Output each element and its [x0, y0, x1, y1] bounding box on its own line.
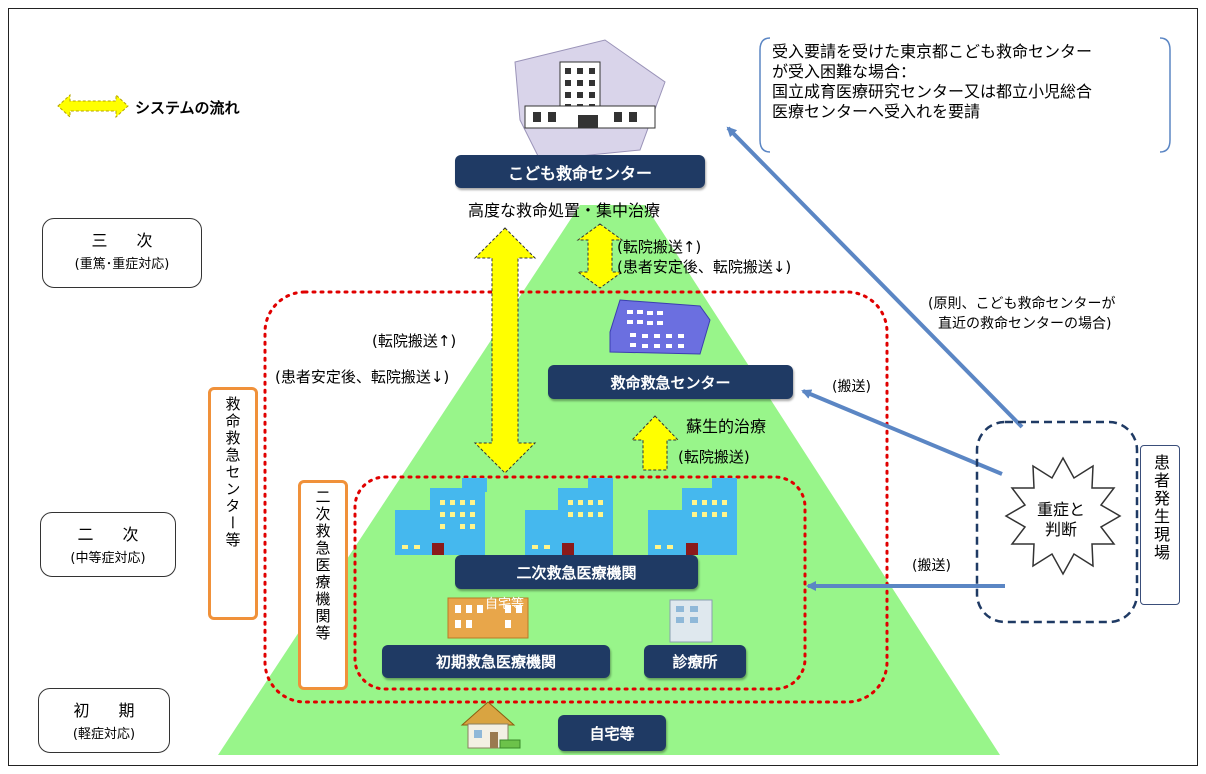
primary-hospital-label: 初期救急医療機関 — [382, 645, 610, 678]
severe-judgment-burst — [1004, 456, 1122, 576]
level-tertiary-sub: (重篤･重症対応) — [74, 257, 170, 272]
level-secondary: 二 次 (中等症対応) — [40, 512, 176, 577]
legend-label: システムの流れ — [135, 99, 240, 117]
secondary-hospital-building-icon-1 — [395, 478, 487, 555]
transfer-arrow-center-icon — [576, 223, 624, 289]
center-transfer-up-text: (転院搬送↑) — [617, 238, 702, 256]
patient-site-label: 患者発生現場 — [1151, 454, 1170, 562]
home-label: 自宅等 — [558, 715, 666, 751]
transport-arrow-to-emergency-center — [801, 389, 1003, 476]
severe-line1: 重症と — [1037, 500, 1086, 519]
transfer-arrow-left-icon — [473, 227, 537, 474]
emergency-center-building-icon — [609, 299, 711, 355]
clinic-label: 診療所 — [644, 645, 746, 678]
direct-transport-arrow — [726, 126, 1024, 429]
secondary-group-label-box: 二次救急医療機関等 — [298, 480, 348, 690]
transport-text-2: (搬送) — [912, 558, 951, 574]
info-note-line2: が受入困難な場合： — [772, 62, 917, 81]
level-secondary-sub: (中等症対応) — [70, 551, 146, 566]
info-note: 受入要請を受けた東京都こども救命センター が受入困難な場合： 国立成育医療研究セ… — [772, 42, 1092, 122]
emergency-center-group-label-box: 救命救急センター等 — [208, 387, 258, 620]
info-note-line3: 国立成育医療研究センター又は都立小児総合 — [772, 82, 1093, 101]
secondary-to-center-text: (転院搬送) — [678, 448, 750, 466]
secondary-hospital-building-icon-2 — [525, 478, 613, 555]
patient-site-label-box: 患者発生現場 — [1140, 445, 1180, 605]
info-note-line4: 医療センターへ受入れを要請 — [772, 102, 981, 121]
transfer-arrow-up-icon — [630, 415, 680, 471]
children-center-caption: 高度な救命処置・集中治療 — [468, 201, 661, 220]
patient-site-box — [975, 420, 1139, 624]
level-primary-title: 初 期 — [73, 701, 147, 720]
diagram-frame — [8, 8, 1198, 766]
left-transfer-down-text: (患者安定後、転院搬送↓) — [275, 368, 450, 386]
secondary-group-label: 二次救急医療機関等 — [313, 489, 332, 642]
emergency-center-group-label: 救命救急センター等 — [223, 396, 242, 549]
secondary-hospital-label: 二次救急医療機関 — [455, 555, 698, 589]
info-note-line1: 受入要請を受けた東京都こども救命センター — [772, 42, 1093, 61]
info-note-bracket-right — [1159, 37, 1171, 153]
level-primary-sub: (軽症対応) — [72, 727, 136, 742]
clinic-building-icon — [669, 599, 713, 643]
severe-line2: 判断 — [1045, 520, 1078, 539]
emergency-center-caption: 蘇生的治療 — [686, 417, 767, 436]
home-house-icon — [460, 701, 521, 749]
left-transfer-up-text: (転院搬送↑) — [372, 332, 457, 350]
center-transfer-down-text: (患者安定後、転院搬送↓) — [617, 258, 792, 276]
emergency-center-group-outline — [263, 290, 889, 704]
direct-note-line2: 直近の救命センターの場合) — [938, 316, 1112, 332]
secondary-group-outline — [353, 475, 807, 691]
level-secondary-title: 二 次 — [77, 525, 151, 544]
legend-arrow-icon — [57, 93, 129, 119]
home-overlay-label: 自宅等 — [485, 597, 525, 612]
direct-note-line1: (原則、こども救命センターが — [928, 296, 1116, 312]
level-tertiary: 三 次 (重篤･重症対応) — [42, 218, 202, 288]
transport-text-1: (搬送) — [832, 379, 871, 395]
emergency-center-label: 救命救急センター — [548, 365, 793, 399]
children-center-label: こども救命センター — [455, 155, 705, 188]
primary-hospital-building-icon — [447, 597, 529, 639]
level-tertiary-title: 三 次 — [91, 231, 165, 250]
secondary-hospital-building-icon-3 — [648, 478, 737, 555]
children-center-hospital-icon — [514, 39, 666, 161]
info-note-bracket-left — [759, 37, 771, 153]
level-primary: 初 期 (軽症対応) — [38, 688, 170, 753]
